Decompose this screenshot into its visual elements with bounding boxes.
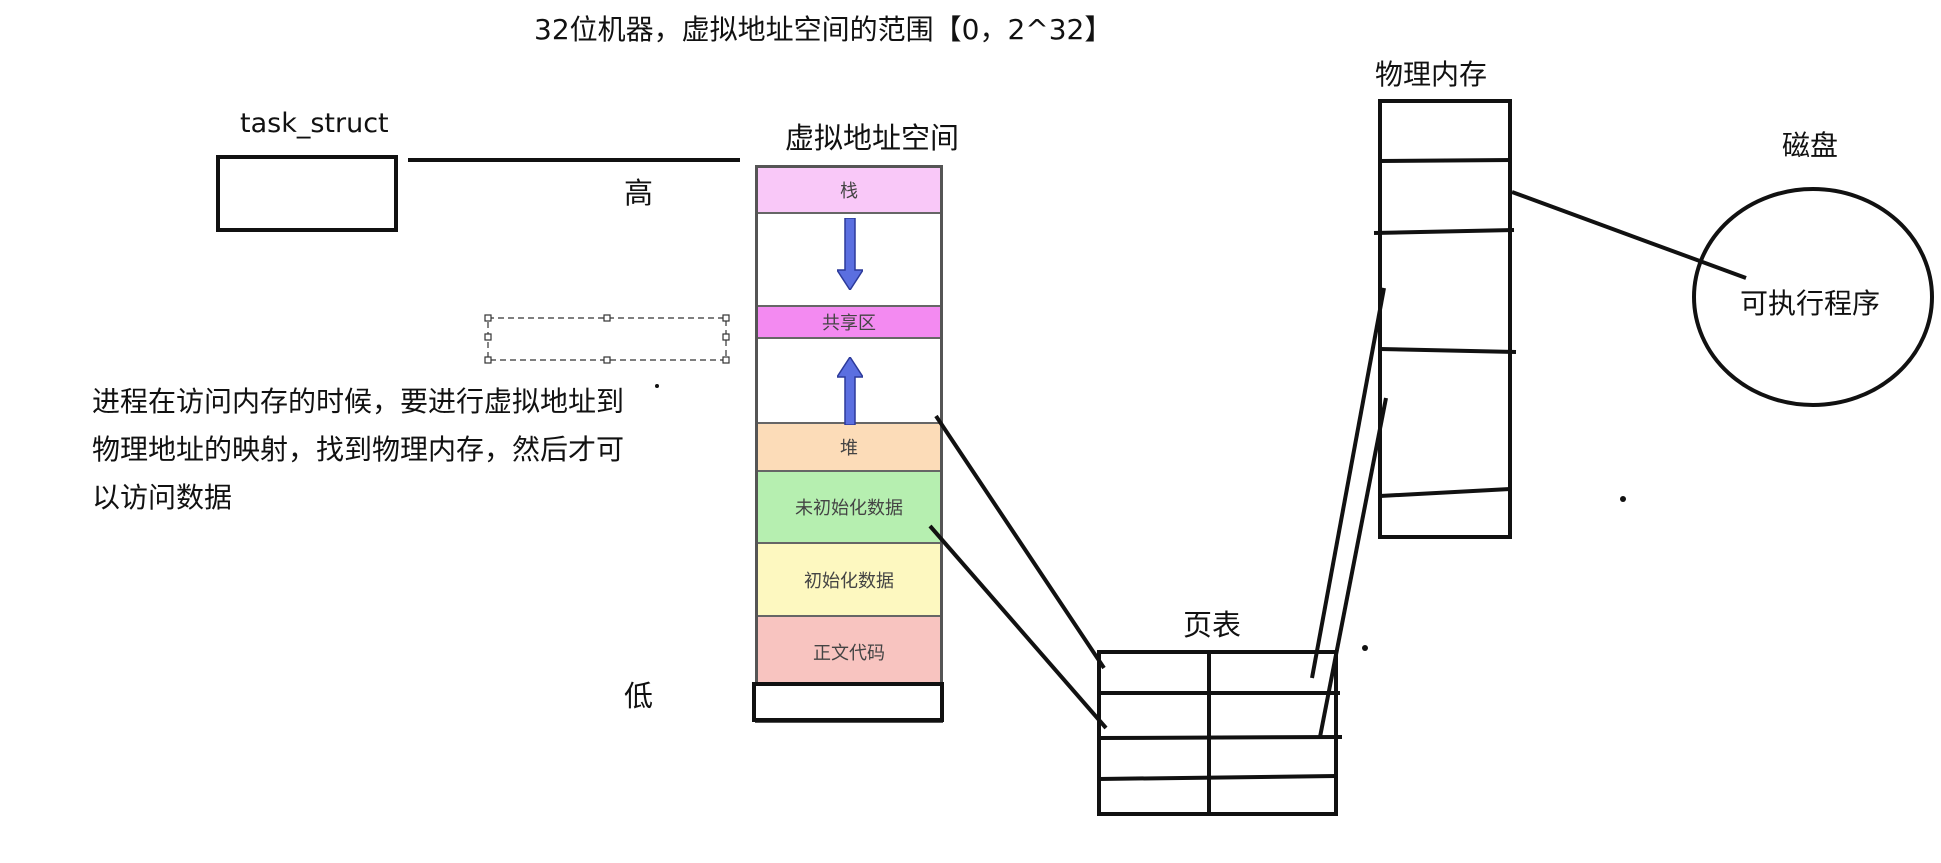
high-address-label: 高 [624, 176, 654, 210]
selection-box [484, 314, 730, 364]
segment-text-code: 正文代码 [758, 617, 940, 687]
task-struct-box [216, 155, 398, 232]
page-table-to-memory-line [1318, 397, 1388, 738]
page-table-label: 页表 [1183, 608, 1242, 642]
note-line: 以访问数据 [92, 481, 233, 514]
virtual-space-label: 虚拟地址空间 [785, 121, 960, 155]
arrow-down-icon [837, 218, 863, 290]
task-struct-label: task_struct [240, 108, 389, 139]
segment-stack: 栈 [758, 168, 940, 214]
physical-memory-label: 物理内存 [1375, 58, 1488, 91]
stray-dot [1362, 645, 1368, 651]
bss-to-page-table-line [928, 524, 1108, 730]
disk-label: 磁盘 [1782, 129, 1839, 162]
segment-uninitialized-data: 未初始化数据 [758, 472, 940, 544]
explanation-note: 进程在访问内存的时候，要进行虚拟地址到 物理地址的映射，找到物理内存，然后才可 … [92, 378, 692, 522]
stray-dot [1620, 496, 1626, 502]
note-line: 物理地址的映射，找到物理内存，然后才可 [92, 433, 625, 466]
note-line: 进程在访问内存的时候，要进行虚拟地址到 [92, 385, 625, 418]
memory-to-executable-line [1511, 190, 1747, 280]
page-table-to-memory-line [1310, 287, 1386, 679]
segment-initialized-data: 初始化数据 [758, 544, 940, 617]
physical-memory [1373, 99, 1517, 539]
executable-label: 可执行程序 [1740, 287, 1881, 320]
address-space-base-box [752, 682, 944, 722]
page-table [1097, 650, 1343, 816]
arrow-up-icon [837, 357, 863, 425]
segment-shared: 共享区 [758, 307, 940, 339]
low-address-label: 低 [624, 679, 654, 713]
segment-heap: 堆 [758, 424, 940, 472]
diagram-title: 32位机器，虚拟地址空间的范围【0，2^32】 [534, 13, 1113, 46]
heap-to-page-table-line [934, 414, 1106, 670]
